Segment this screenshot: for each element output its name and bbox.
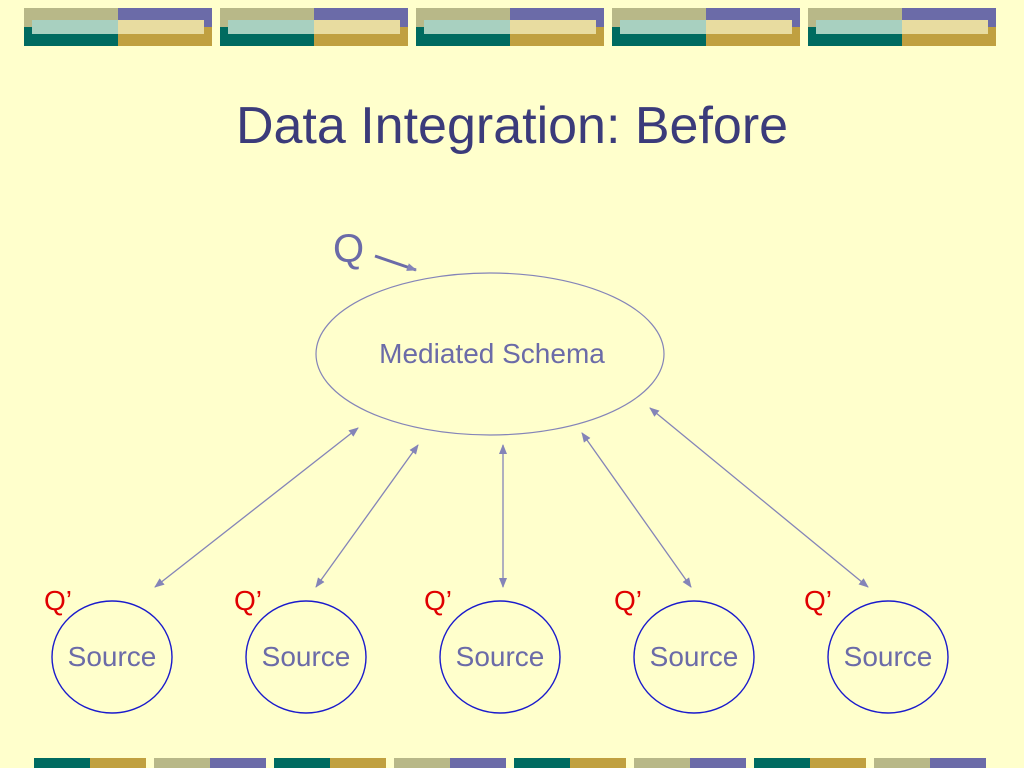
- source-circle: [439, 600, 561, 714]
- query-label: Q: [333, 227, 364, 271]
- schema-source-1-arrow: [154, 427, 359, 588]
- source-label: Source: [844, 641, 933, 672]
- source-circle: [827, 600, 949, 714]
- source-circle: [245, 600, 367, 714]
- banner-tile-2: [220, 8, 408, 46]
- mediated-schema-ellipse: [315, 272, 665, 436]
- source-circle: [633, 600, 755, 714]
- bottom-banner: [34, 758, 986, 768]
- banner-tile-3: [416, 8, 604, 46]
- source-query-label: Q’: [804, 585, 832, 616]
- banner-tile-4: [612, 8, 800, 46]
- banner-tile-1: [24, 8, 212, 46]
- banner-tile-5: [808, 8, 996, 46]
- source-label: Source: [68, 641, 157, 672]
- mediated-schema-label: Mediated Schema: [379, 338, 605, 369]
- schema-source-4-arrow: [581, 432, 692, 588]
- top-banner: [24, 8, 996, 46]
- schema-source-2-arrow: [315, 444, 419, 588]
- source-query-label: Q’: [234, 585, 262, 616]
- source-circle: [51, 600, 173, 714]
- source-query-label: Q’: [424, 585, 452, 616]
- source-label: Source: [262, 641, 351, 672]
- schema-source-5-arrow: [649, 407, 869, 588]
- query-arrow: [374, 254, 417, 272]
- source-label: Source: [650, 641, 739, 672]
- source-query-label: Q’: [44, 585, 72, 616]
- source-label: Source: [456, 641, 545, 672]
- source-query-label: Q’: [614, 585, 642, 616]
- slide-title: Data Integration: Before: [235, 97, 789, 155]
